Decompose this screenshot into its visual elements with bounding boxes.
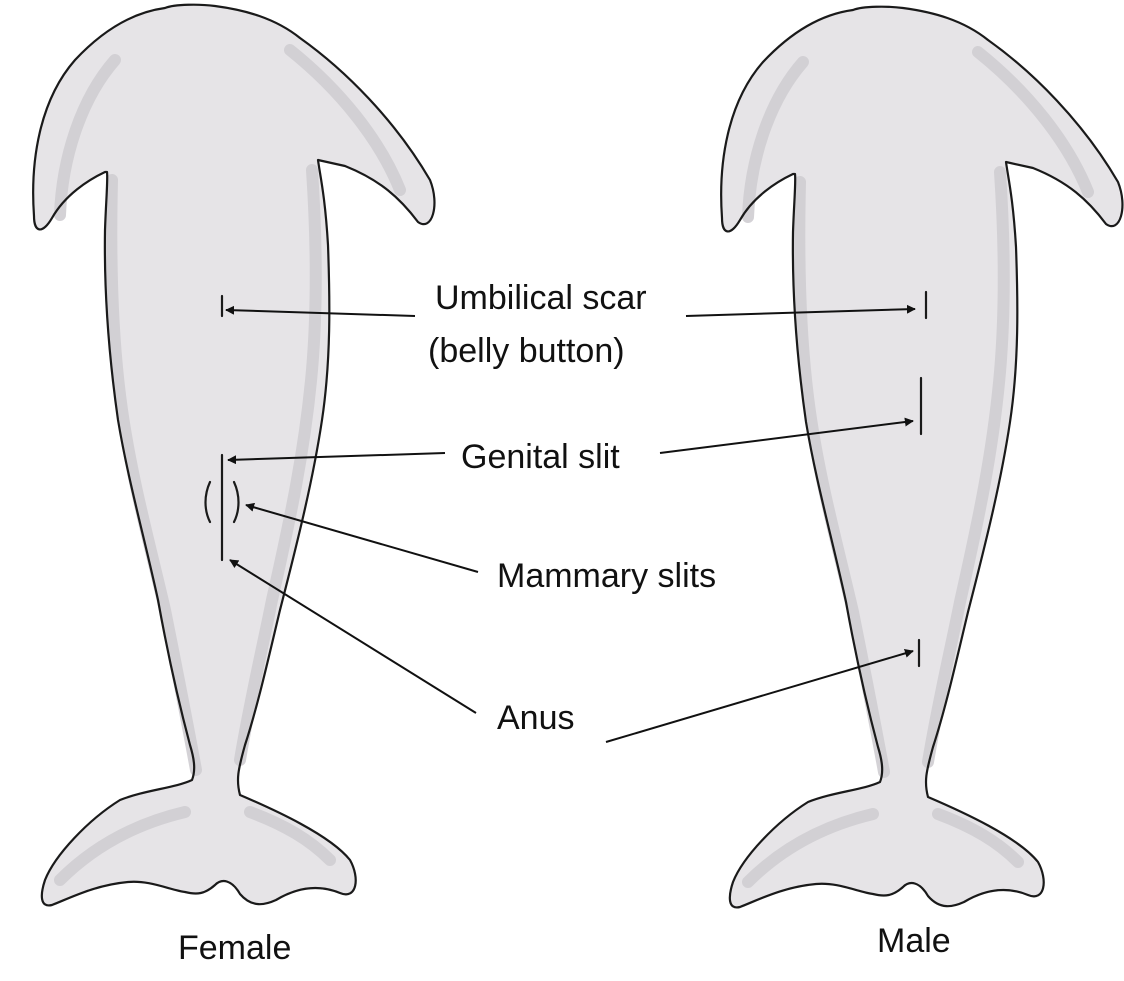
- label-female: Female: [178, 929, 291, 967]
- label-genital-slit: Genital slit: [461, 438, 620, 476]
- male-dolphin: [721, 7, 1122, 908]
- label-umbilical-scar: Umbilical scar: [435, 279, 647, 317]
- label-anus: Anus: [497, 699, 575, 737]
- label-mammary-slits: Mammary slits: [497, 557, 716, 595]
- label-male: Male: [877, 922, 951, 960]
- label-belly-button: (belly button): [428, 332, 625, 370]
